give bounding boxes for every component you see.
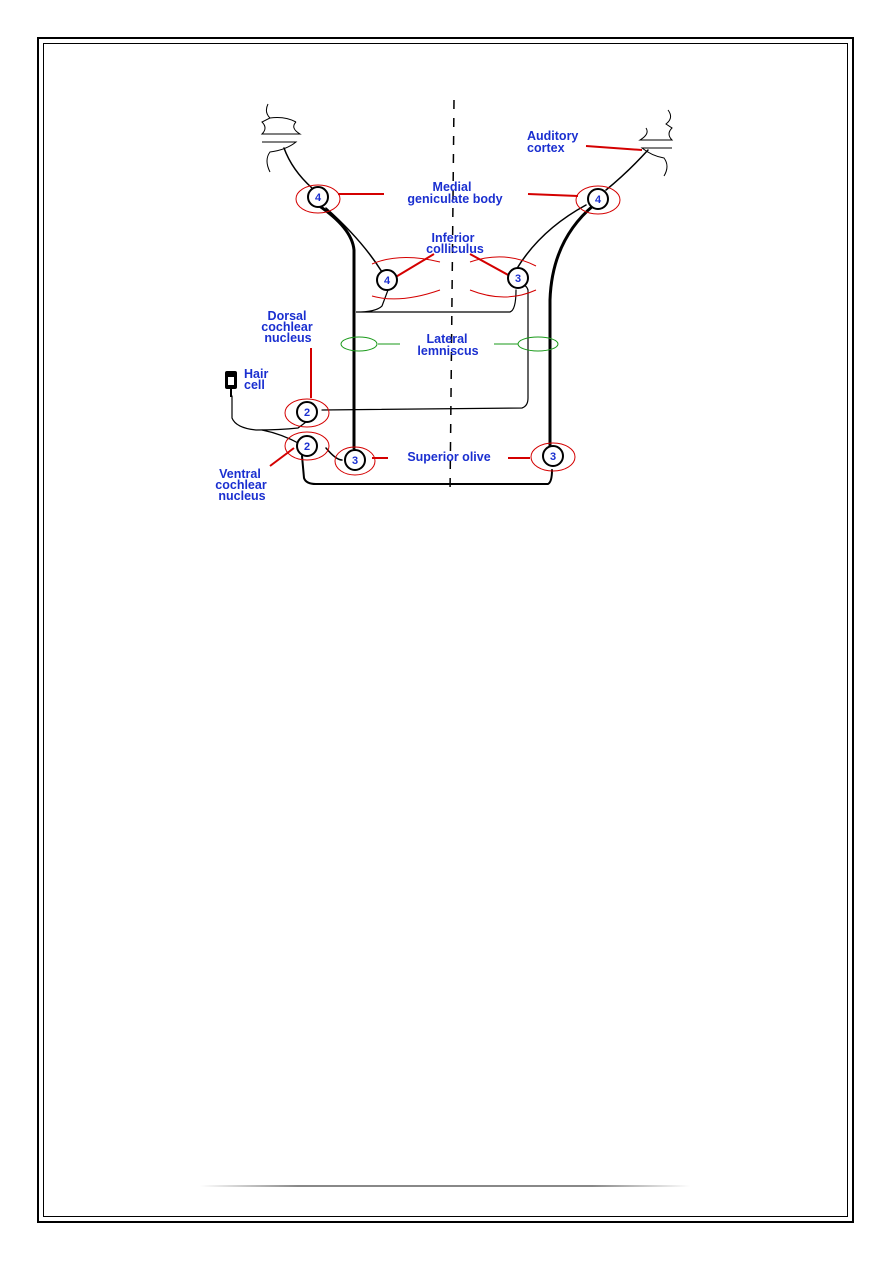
svg-text:3: 3 [352, 455, 358, 467]
svg-text:2: 2 [304, 407, 310, 419]
svg-text:2: 2 [304, 441, 310, 453]
right-cortex-outline [638, 109, 674, 177]
svg-text:geniculate body: geniculate body [407, 192, 502, 206]
svg-text:Dorsal: Dorsal [268, 309, 307, 323]
label-dorsal-cochlear-nucleus: Dorsal cochlear nucleus [261, 309, 313, 345]
svg-text:Auditory: Auditory [527, 129, 578, 143]
svg-text:nucleus: nucleus [218, 489, 265, 503]
node-ic-right: 3 [507, 267, 529, 289]
label-lateral-lemniscus: Lateral lemniscus [417, 332, 478, 358]
svg-text:3: 3 [550, 451, 556, 463]
svg-text:cochlear: cochlear [261, 320, 313, 334]
label-ventral-cochlear-nucleus: Ventral cochlear nucleus [215, 467, 267, 503]
page-inner-border [43, 43, 848, 1217]
svg-text:cochlear: cochlear [215, 478, 267, 492]
svg-text:Hair: Hair [244, 367, 268, 381]
node-ic-left: 4 [376, 269, 398, 291]
svg-text:4: 4 [384, 275, 391, 287]
svg-text:3: 3 [515, 273, 521, 285]
node-mgb-left: 4 [307, 186, 329, 208]
label-medial-geniculate-body: Medial geniculate body [407, 180, 502, 206]
node-dorsal-cochlear: 2 [296, 401, 318, 423]
pointer-lines [269, 145, 643, 467]
svg-text:nucleus: nucleus [264, 331, 311, 345]
svg-text:4: 4 [315, 192, 322, 204]
node-ventral-cochlear: 2 [296, 435, 318, 457]
label-auditory-cortex: Auditory cortex [527, 129, 578, 155]
svg-text:Medial: Medial [433, 180, 472, 194]
footer-rule [200, 1185, 690, 1187]
label-superior-olive: Superior olive [407, 450, 490, 464]
node-olive-left: 3 [344, 449, 366, 471]
svg-text:lemniscus: lemniscus [417, 344, 478, 358]
node-olive-right: 3 [542, 445, 564, 467]
svg-text:Inferior: Inferior [431, 231, 474, 245]
svg-text:Superior olive: Superior olive [407, 450, 490, 464]
svg-text:4: 4 [595, 194, 602, 206]
left-cortex-outline [260, 103, 302, 173]
svg-text:cortex: cortex [527, 141, 565, 155]
svg-text:Ventral: Ventral [219, 467, 261, 481]
label-hair-cell: Hair cell [244, 367, 268, 392]
hair-cell-icon [225, 371, 237, 397]
page-outer-border [37, 37, 854, 1223]
midline [449, 99, 455, 496]
red-halos [284, 184, 621, 476]
node-mgb-right: 4 [587, 188, 609, 210]
svg-text:cell: cell [244, 378, 265, 392]
svg-text:Lateral: Lateral [427, 332, 468, 346]
label-inferior-colliculus: Inferior colliculus [426, 231, 484, 256]
svg-text:colliculus: colliculus [426, 242, 484, 256]
